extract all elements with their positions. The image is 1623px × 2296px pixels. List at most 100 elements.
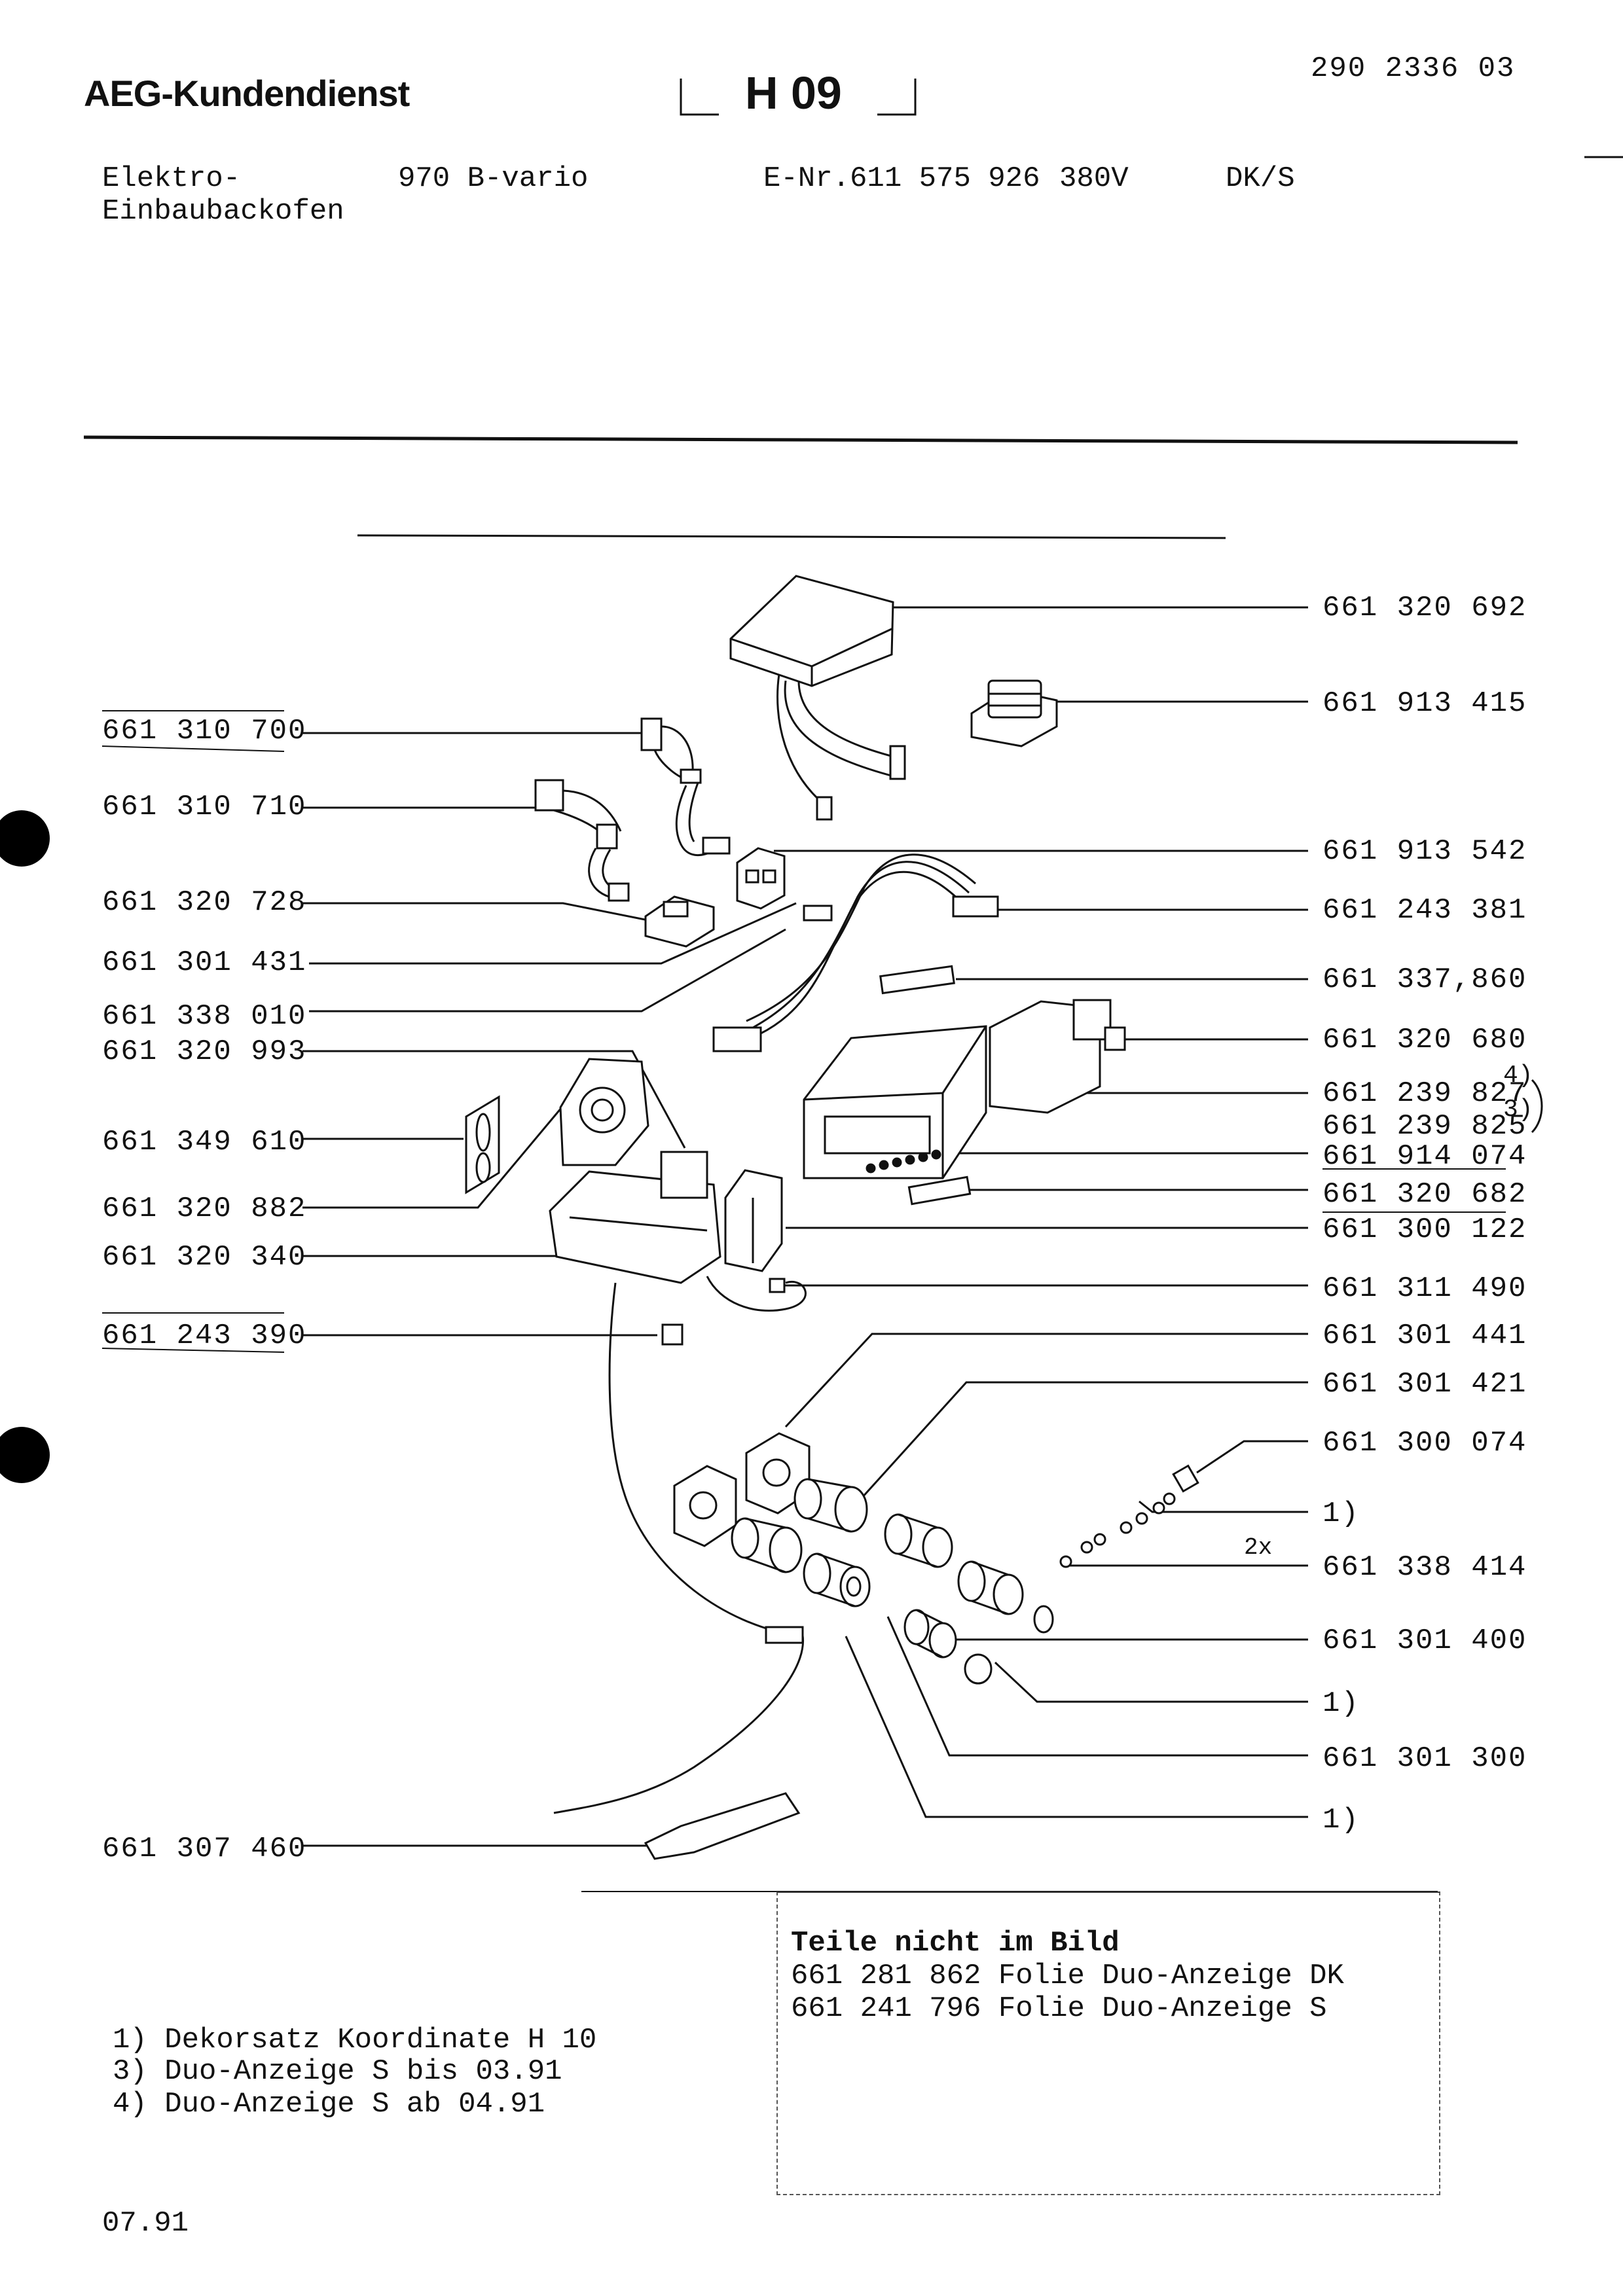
part-circuit-board — [989, 999, 1126, 1114]
part-connector-block — [644, 895, 715, 948]
part-label-left-8: 661 320 340 — [102, 1241, 307, 1274]
underline-661243390 — [101, 1348, 285, 1353]
part-label-right-6: 661 239 827 — [1322, 1077, 1527, 1110]
part-bushing-1 — [793, 1478, 868, 1533]
part-temperature-sensor — [553, 1626, 805, 1814]
part-wiring-loom — [712, 853, 999, 1052]
punch-hole-dot-upper — [0, 810, 50, 867]
part-label-left-3: 661 301 431 — [102, 946, 307, 979]
part-label-right-18: 1) — [1322, 1687, 1360, 1720]
leader-661320882 — [302, 1107, 563, 1209]
product-enr: E-Nr.611 575 926 — [763, 162, 1040, 195]
product-type-line1: Elektro- — [102, 162, 241, 195]
not-shown-item-0: 661 281 862 Folie Duo-Anzeige DK — [791, 1960, 1344, 1992]
leader-661320728 — [302, 902, 662, 924]
leader-661301300 — [886, 1616, 1308, 1757]
part-transformer — [970, 679, 1058, 747]
part-label-left-0: 661 310 700 — [102, 715, 307, 747]
diagram-top-rule — [357, 534, 1226, 539]
part-label-right-2: 661 913 542 — [1322, 835, 1527, 868]
part-label-right-15: 1) — [1322, 1498, 1360, 1530]
part-bushing-4 — [803, 1552, 871, 1607]
part-label-left-6: 661 349 610 — [102, 1126, 307, 1158]
part-label-left-5: 661 320 993 — [102, 1035, 307, 1068]
part-relay — [736, 847, 786, 910]
part-label-left-1: 661 310 710 — [102, 791, 307, 823]
part-label-right-9: 661 320 682 — [1322, 1178, 1527, 1211]
footnote-3: 3) Duo-Anzeige S bis 03.91 — [113, 2055, 562, 2088]
not-shown-title: Teile nicht im Bild — [791, 1927, 1120, 1960]
part-label-right-19: 661 301 300 — [1322, 1742, 1527, 1775]
part-label-right-20: 1) — [1322, 1804, 1360, 1837]
part-foil-strip — [879, 965, 955, 995]
part-sensor-bracket — [644, 1792, 801, 1860]
part-bushing-5 — [957, 1560, 1024, 1615]
part-label-left-9: 661 243 390 — [102, 1319, 307, 1352]
part-mounting-plate — [465, 1095, 500, 1194]
part-label-right-3: 661 243 381 — [1322, 894, 1527, 927]
part-small-plug — [803, 905, 833, 922]
part-sensor-wires — [608, 1276, 807, 1638]
not-shown-item-1: 661 241 796 Folie Duo-Anzeige S — [791, 1992, 1327, 2025]
footnote-1: 1) Dekorsatz Koordinate H 10 — [113, 2024, 597, 2056]
part-bushing-6 — [903, 1609, 957, 1659]
part-label-right-4: 661 337,860 — [1322, 963, 1527, 996]
part-display-cover — [907, 1175, 972, 1206]
part-control-housing — [729, 575, 906, 821]
document-number: 290 2336 03 — [1311, 52, 1516, 85]
underline-661310700 — [101, 745, 285, 752]
part-label-right-12: 661 301 441 — [1322, 1319, 1527, 1352]
part-label-left-4: 661 338 010 — [102, 1000, 307, 1033]
product-type-line2: Einbaubackofen — [102, 195, 344, 228]
part-ribbon-cable-2 — [534, 779, 622, 850]
leader-661301421 — [854, 1381, 1308, 1507]
product-variant: DK/S — [1226, 162, 1295, 195]
part-ring-1 — [1033, 1605, 1054, 1634]
leader-footnote1-a — [1139, 1500, 1308, 1513]
leader-footnote1-b — [994, 1661, 1308, 1703]
part-label-right-11: 661 311 490 — [1322, 1272, 1527, 1305]
part-label-right-16: 661 338 414 — [1322, 1551, 1527, 1584]
leader-footnote1-c — [845, 1636, 1308, 1818]
part-lamp-holder-1 — [673, 1465, 737, 1547]
part-ring-3 — [846, 1576, 862, 1597]
brand-title: AEG-Kundendienst — [84, 73, 410, 114]
footnote-4: 4) Duo-Anzeige S ab 04.91 — [113, 2088, 545, 2121]
part-label-right-10: 661 300 122 — [1322, 1213, 1527, 1246]
part-label-left-2: 661 320 728 — [102, 886, 307, 919]
part-lamp-holder-2 — [745, 1432, 811, 1515]
quantity-note: 2x — [1244, 1534, 1273, 1561]
part-switch-block — [724, 1169, 783, 1272]
part-screw-set — [1059, 1464, 1199, 1568]
part-label-right-7: 661 239 825 — [1322, 1110, 1527, 1143]
part-label-right-17: 661 301 400 — [1322, 1624, 1527, 1657]
product-model: 970 B-vario — [398, 162, 589, 195]
part-label-right-8: 661 914 074 — [1322, 1140, 1527, 1173]
part-selector-switch — [549, 1058, 721, 1284]
leader-661301431 — [309, 902, 797, 965]
footnote-brace — [1531, 1079, 1543, 1134]
part-label-right-14: 661 300 074 — [1322, 1427, 1527, 1460]
part-label-right-0: 661 320 692 — [1322, 592, 1527, 624]
part-label-left-7: 661 320 882 — [102, 1193, 307, 1225]
code-bracket-left — [680, 79, 719, 116]
part-ribbon-cable-3 — [675, 782, 731, 857]
leader-661320993 — [302, 1050, 686, 1149]
leader-661300074 — [1196, 1440, 1308, 1474]
part-label-right-1: 661 913 415 — [1322, 687, 1527, 720]
part-bushing-3 — [884, 1513, 953, 1568]
leader-661338010 — [309, 928, 786, 1013]
part-ribbon-cable-1 — [640, 717, 702, 784]
part-label-left-10: 661 307 460 — [102, 1833, 307, 1865]
part-label-right-5: 661 320 680 — [1322, 1024, 1527, 1056]
part-ring-2 — [964, 1653, 993, 1685]
issue-date: 07.91 — [102, 2207, 189, 2240]
punch-hole-dot-lower — [0, 1427, 50, 1483]
part-ribbon-cable-4 — [588, 848, 630, 902]
part-display-module — [803, 1025, 987, 1179]
leader-661301441 — [784, 1333, 1308, 1428]
code-bracket-right — [877, 79, 917, 116]
product-voltage: 380V — [1059, 162, 1129, 195]
header-rule — [83, 435, 1518, 444]
